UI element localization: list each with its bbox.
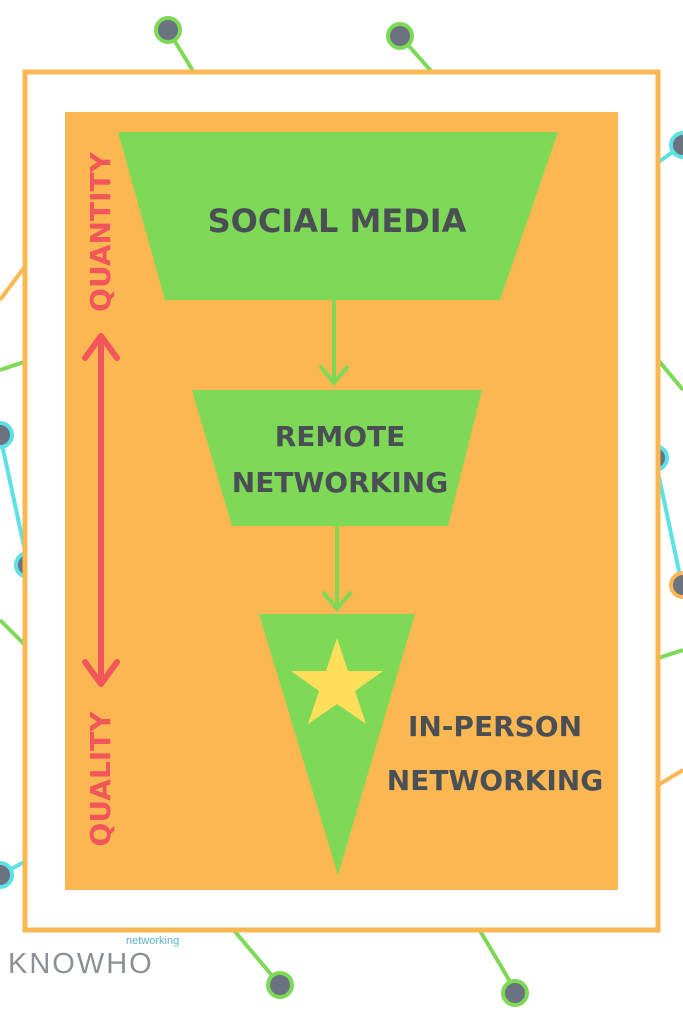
funnel-stage-in-person	[259, 614, 415, 875]
label-quality: QUALITY	[84, 711, 117, 847]
label-quantity: QUANTITY	[84, 151, 117, 311]
label-social-media: SOCIAL MEDIA	[208, 202, 467, 240]
label-remote: REMOTE	[275, 420, 406, 453]
logo-subtitle: networking	[126, 935, 180, 947]
knowho-logo: KNOWHO	[8, 944, 208, 984]
label-in-person-networking: NETWORKING	[387, 764, 603, 797]
funnel-stage-remote-networking	[192, 390, 482, 526]
quantity-quality-arrow	[82, 333, 120, 687]
label-in-person: IN-PERSON	[408, 710, 582, 743]
label-remote-networking: NETWORKING	[232, 466, 448, 499]
funnel-stage-social-media	[118, 132, 558, 300]
logo-text: KNOWHO	[8, 948, 154, 980]
connector-arrow-2	[321, 526, 353, 613]
connector-arrow-1	[318, 300, 350, 387]
star-icon	[291, 638, 383, 724]
